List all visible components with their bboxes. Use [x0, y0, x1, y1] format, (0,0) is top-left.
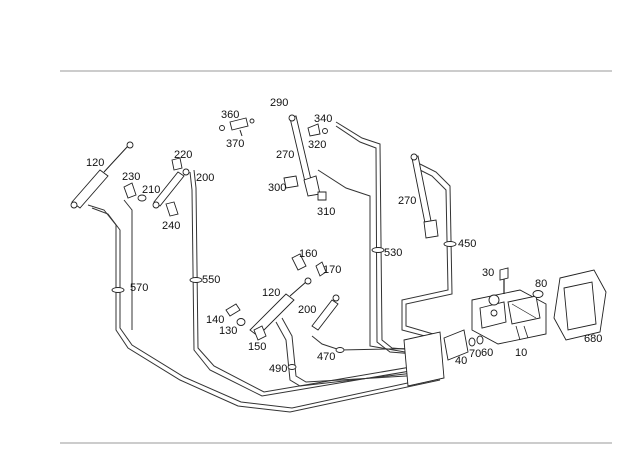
callout-320: 320: [308, 139, 326, 151]
fitting-360-370: [219, 117, 255, 137]
callout-200-lower: 200: [298, 304, 316, 316]
clip-310: [317, 191, 327, 201]
callout-30: 30: [482, 267, 494, 279]
bolt-30: [499, 267, 509, 294]
hydraulic-cylinder-200-upper: [152, 157, 190, 217]
callout-170: 170: [323, 264, 341, 276]
bushing-150: [253, 325, 267, 341]
callout-80: 80: [535, 278, 547, 290]
pipe-connector-block: [403, 331, 445, 387]
callout-270-upper: 270: [276, 149, 294, 161]
bushing-230: [123, 182, 137, 199]
washer-210: [137, 194, 147, 202]
callout-680: 680: [584, 333, 602, 345]
hydraulic-cylinder-120-upper: [70, 141, 134, 209]
bracket-340-320: [307, 123, 328, 137]
fitting-170: [315, 261, 327, 277]
pin-140: [225, 303, 241, 317]
callout-160: 160: [299, 248, 317, 260]
callout-470: 470: [317, 351, 335, 363]
washer-130: [236, 318, 246, 326]
callout-290: 290: [270, 97, 288, 109]
callout-140: 140: [206, 314, 224, 326]
callout-220: 220: [174, 149, 192, 161]
callout-labels: 120 230 210 220 200 240 360 370 290 340 …: [86, 97, 602, 375]
hydraulic-cylinder-200-lower: [311, 294, 340, 331]
hydraulic-pump-unit-10: [471, 289, 547, 345]
callout-360: 360: [221, 109, 239, 121]
callout-70: 70: [469, 348, 481, 360]
pipe-lines: [87, 121, 457, 413]
callout-550: 550: [202, 274, 220, 286]
callout-270-right: 270: [398, 195, 416, 207]
callout-150: 150: [248, 341, 266, 353]
callout-340: 340: [314, 113, 332, 125]
callout-130: 130: [219, 325, 237, 337]
cylinder-160: [291, 253, 307, 271]
callout-370: 370: [226, 138, 244, 150]
callout-530: 530: [384, 247, 402, 259]
callout-210: 210: [142, 184, 160, 196]
callout-40: 40: [455, 355, 467, 367]
callout-120-lower: 120: [262, 287, 280, 299]
callout-300: 300: [268, 182, 286, 194]
callout-490: 490: [269, 363, 287, 375]
fitting-300: [283, 175, 299, 189]
strut-270-upper: [288, 114, 321, 197]
callout-240: 240: [162, 220, 180, 232]
callout-310: 310: [317, 206, 335, 218]
washer-80: [532, 290, 544, 298]
gasket-40: [443, 329, 469, 361]
strut-270-right: [410, 153, 439, 239]
callout-120-upper: 120: [86, 157, 104, 169]
callout-230: 230: [122, 171, 140, 183]
callout-60: 60: [481, 347, 493, 359]
callout-570: 570: [130, 282, 148, 294]
callout-10: 10: [515, 347, 527, 359]
seal-70-60: [468, 335, 484, 347]
callout-200-upper: 200: [196, 172, 214, 184]
callout-450: 450: [458, 238, 476, 250]
cover-680: [553, 269, 607, 341]
hydraulic-cylinder-120-lower: [249, 277, 312, 337]
